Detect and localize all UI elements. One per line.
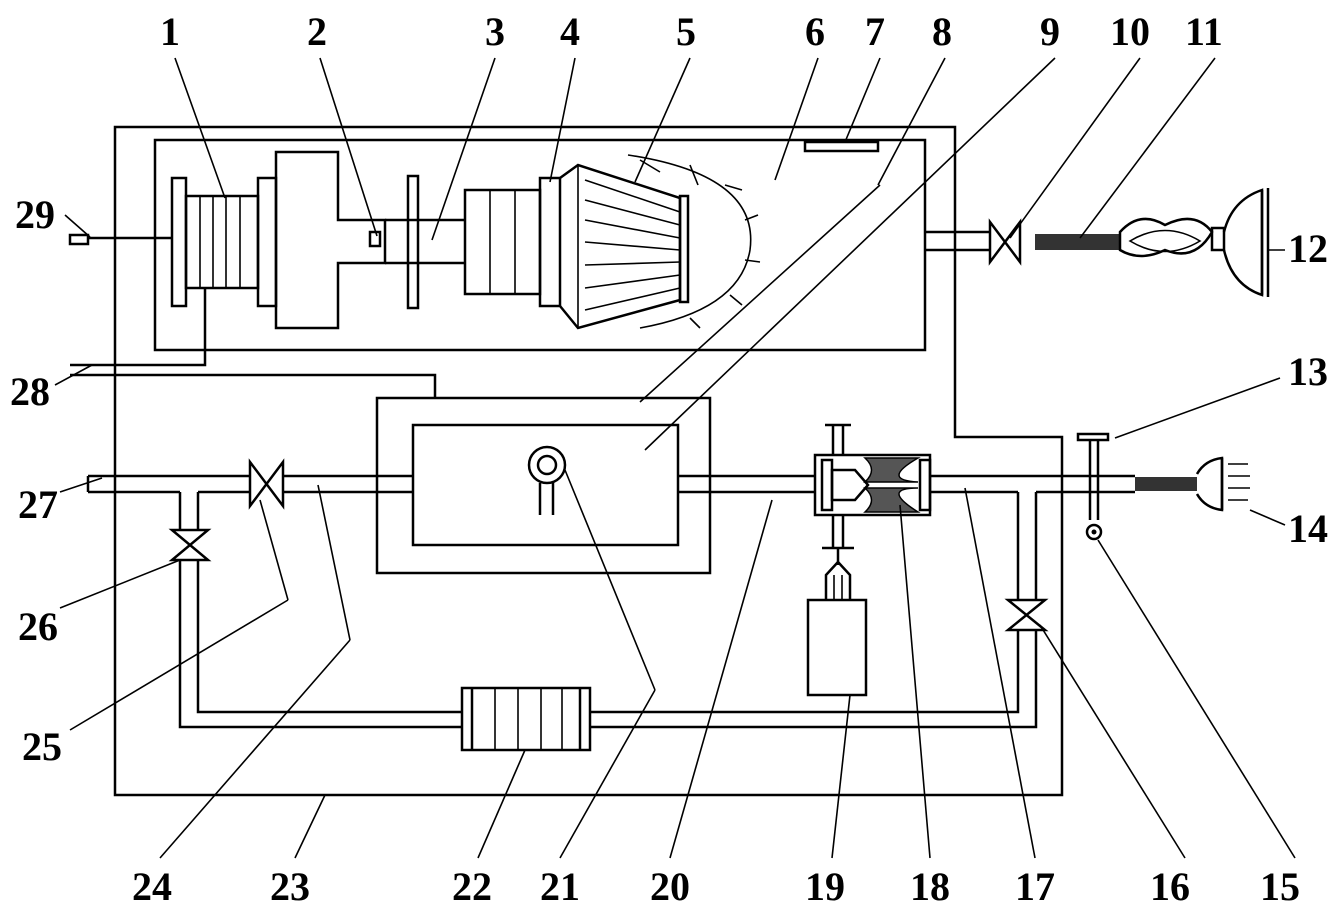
branch-pipe-26: [178, 492, 200, 530]
nozzle-12: [1118, 188, 1270, 297]
label-10: 10: [1110, 9, 1150, 54]
coil-1: [170, 176, 278, 308]
outer-housing: [113, 125, 1064, 797]
leader-lines: [54, 57, 1296, 859]
label-1: 1: [160, 9, 180, 54]
shaft-29-end: [68, 233, 90, 246]
label-20: 20: [650, 864, 690, 909]
flange-plate: [406, 174, 420, 310]
label-13: 13: [1288, 349, 1328, 394]
cable-28: [70, 288, 437, 398]
label-27: 27: [18, 482, 58, 527]
label-11: 11: [1185, 9, 1223, 54]
valve-25: [248, 458, 285, 510]
valve-26: [168, 528, 212, 562]
label-26: 26: [18, 604, 58, 649]
label-15: 15: [1260, 864, 1300, 909]
label-21: 21: [540, 864, 580, 909]
label-24: 24: [132, 864, 172, 909]
pipe-17: [930, 474, 1135, 494]
pipe-24: [283, 474, 413, 494]
block-4: [463, 176, 562, 308]
label-28: 28: [10, 369, 50, 414]
label-25: 25: [22, 724, 62, 769]
label-16: 16: [1150, 864, 1190, 909]
label-5: 5: [676, 9, 696, 54]
actuator-19: [806, 548, 868, 697]
inner-tank-9: [411, 423, 680, 547]
upper-chamber: [153, 138, 927, 352]
indicator-21: [527, 445, 567, 515]
label-8: 8: [932, 9, 952, 54]
coupling-2: [368, 230, 382, 248]
handle-13: [1076, 432, 1110, 541]
label-9: 9: [1040, 9, 1060, 54]
label-2: 2: [307, 9, 327, 54]
pipe-20: [678, 474, 815, 494]
hose-14: [1135, 477, 1197, 491]
motor-body: [274, 150, 387, 330]
label-14: 14: [1288, 506, 1328, 551]
label-19: 19: [805, 864, 845, 909]
label-22: 22: [452, 864, 492, 909]
return-pipe: [178, 560, 1038, 729]
filter-22: [460, 686, 592, 752]
branch-pipe-16: [1016, 492, 1038, 600]
label-6: 6: [805, 9, 825, 54]
valve-10: [988, 218, 1022, 266]
label-12: 12: [1288, 226, 1328, 271]
impeller-5: [559, 154, 761, 330]
venturi-18: [813, 423, 932, 550]
outer-tank-8: [375, 396, 712, 575]
hose-11: [1035, 234, 1120, 250]
spray-head-14: [1195, 456, 1250, 512]
label-18: 18: [910, 864, 950, 909]
label-4: 4: [560, 9, 580, 54]
sensor-7: [803, 140, 880, 153]
valve-16: [1004, 598, 1049, 632]
outlet-pipe-upper: [925, 230, 990, 252]
label-23: 23: [270, 864, 310, 909]
label-29: 29: [15, 192, 55, 237]
inlet-pipe-27: [86, 474, 250, 494]
label-7: 7: [865, 9, 885, 54]
label-17: 17: [1015, 864, 1055, 909]
label-3: 3: [485, 9, 505, 54]
